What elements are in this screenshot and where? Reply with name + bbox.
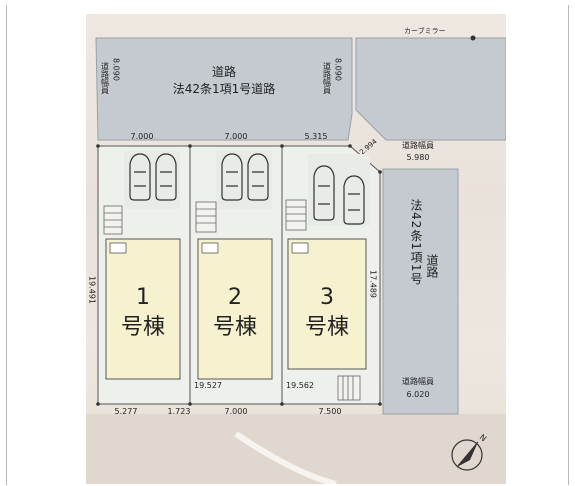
- dim-depth-3: 19.562: [286, 381, 314, 390]
- dim-top-2: 7.000: [225, 132, 248, 141]
- building-2-number: 2: [228, 285, 242, 310]
- dim-left-depth: 19.491: [88, 276, 97, 304]
- dim-depth-2: 19.527: [194, 381, 222, 390]
- building-1-label: 号棟: [121, 315, 165, 340]
- building-2-label: 号棟: [213, 315, 257, 340]
- dim-bottom-3: 7.500: [319, 407, 342, 416]
- ground-background: [86, 414, 506, 484]
- top-road-width-label-right: 道路幅員: [323, 61, 332, 95]
- dim-corner: 2.994: [358, 137, 379, 156]
- site-plan: 道路 法42条1項1号道路 道路幅員 8.090 道路幅員 8.090 カーブミ…: [86, 14, 506, 484]
- entrance-steps: [103, 199, 361, 401]
- window-grid-icon: [291, 242, 309, 254]
- car-icon: [129, 153, 151, 201]
- right-road: 法42条1項1号 道路 道路幅員 6.020: [382, 168, 459, 415]
- window-grid-icon: [201, 242, 219, 254]
- car-icon: [313, 165, 335, 221]
- top-road: 道路 法42条1項1号道路 道路幅員 8.090 道路幅員 8.090: [95, 37, 353, 141]
- car-icon: [343, 175, 365, 225]
- building-2: 2 号棟: [197, 238, 273, 380]
- building-3-label: 号棟: [305, 315, 349, 340]
- building-1: 1 号棟: [105, 238, 181, 380]
- right-road-law: 法42条1項1号: [409, 199, 423, 286]
- parking-area-1: [124, 151, 180, 209]
- top-road-name: 道路: [212, 64, 236, 79]
- car-icon: [221, 153, 243, 201]
- compass-icon: N: [451, 433, 488, 471]
- image-frame: [6, 5, 569, 485]
- right-road-name: 道路: [425, 254, 439, 279]
- right-road-width-value-top: 5.980: [407, 153, 430, 162]
- curve-mirror-label: カーブミラー: [404, 26, 446, 35]
- top-road-width-value-right: 8.090: [334, 58, 343, 81]
- right-road-width-value-bottom: 6.020: [407, 390, 430, 399]
- building-3-number: 3: [320, 285, 334, 310]
- right-road-width-label-bottom: 道路幅員: [402, 376, 434, 386]
- top-road-width-label-left: 道路幅員: [101, 61, 110, 95]
- parking-area-3: [308, 154, 370, 226]
- car-icon: [155, 153, 177, 201]
- dim-bottom-1a: 5.277: [115, 407, 138, 416]
- right-road-top: カーブミラー 道路幅員 5.980: [355, 26, 506, 162]
- dim-right-depth: 17.489: [369, 270, 378, 298]
- dim-bottom-1b: 1.723: [168, 407, 191, 416]
- right-road-width-label-top: 道路幅員: [402, 140, 434, 150]
- compass-north-label: N: [478, 433, 488, 444]
- parking-area-2: [216, 151, 272, 209]
- car-icon: [247, 153, 269, 201]
- boundary-dots: [96, 144, 382, 406]
- building-1-number: 1: [136, 285, 150, 310]
- dim-top-1: 7.000: [131, 132, 154, 141]
- top-road-law: 法42条1項1号道路: [173, 81, 276, 96]
- dim-top-3: 5.315: [305, 132, 328, 141]
- building-3: 3 号棟: [287, 238, 367, 370]
- window-grid-icon: [109, 242, 127, 254]
- background-road-line: [234, 431, 337, 484]
- top-road-width-value-left: 8.090: [112, 58, 121, 81]
- curve-mirror-marker: [470, 35, 476, 41]
- dim-bottom-2: 7.000: [225, 407, 248, 416]
